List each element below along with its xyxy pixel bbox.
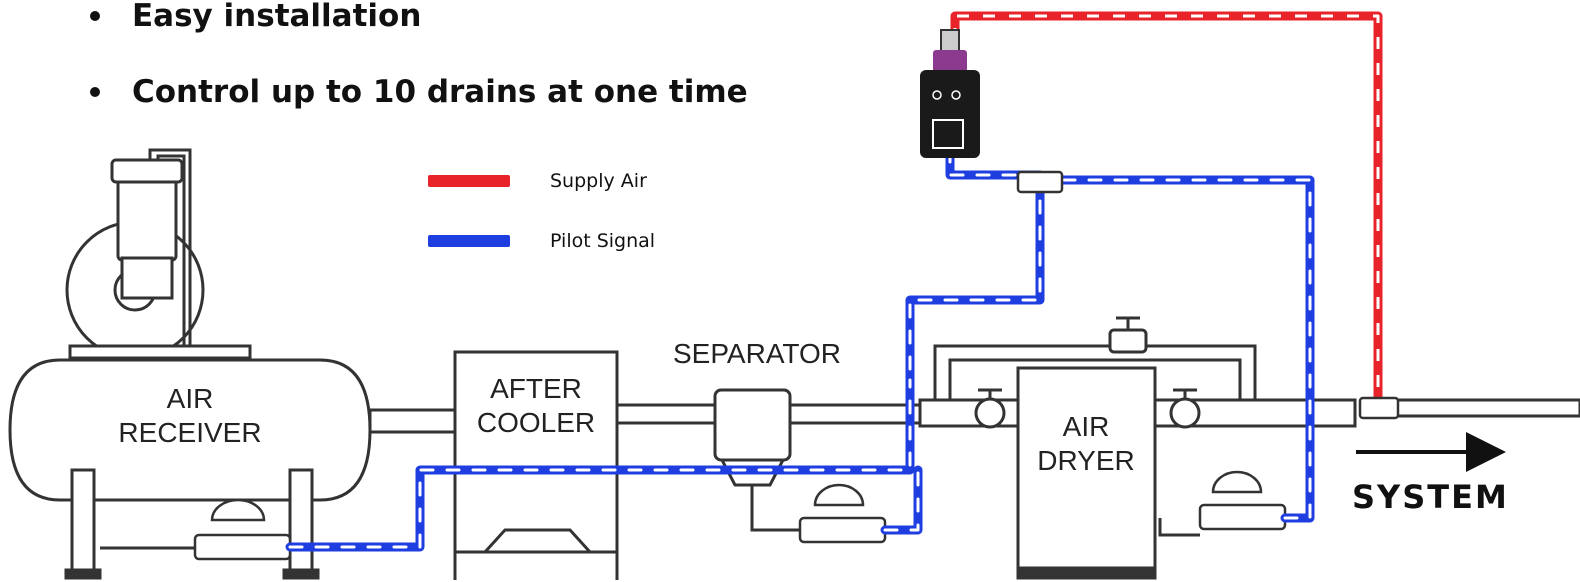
after-cooler xyxy=(453,350,619,580)
after-cooler-label-line2: COOLER xyxy=(477,407,595,438)
bullet-dot xyxy=(90,11,100,21)
compressor xyxy=(65,148,252,360)
drain-controller xyxy=(920,29,980,158)
after-cooler-label-line1: AFTER xyxy=(490,373,582,404)
air-receiver-label-line1: AIR xyxy=(167,383,214,414)
legend-supply-air: Supply Air xyxy=(428,170,647,192)
air-dryer-label-line2: DRYER xyxy=(1037,445,1135,476)
supply-air-line xyxy=(950,11,1400,420)
pilot-signal-swatch xyxy=(428,235,510,247)
feature-text: Control up to 10 drains at one time xyxy=(132,74,748,110)
legend-label: Pilot Signal xyxy=(550,230,656,252)
bullet-dot xyxy=(90,87,100,97)
pilot-signal-lines xyxy=(285,145,1315,552)
feature-item: Easy installation xyxy=(84,0,748,54)
air-dryer-label-line1: AIR xyxy=(1063,411,1110,442)
legend-label: Supply Air xyxy=(550,170,647,192)
air-dryer xyxy=(974,366,1201,580)
feature-item: Control up to 10 drains at one time xyxy=(84,54,748,130)
drain-valves xyxy=(100,470,1287,561)
supply-air-swatch xyxy=(428,175,510,187)
separator-label: SEPARATOR xyxy=(673,338,841,369)
separator xyxy=(713,388,800,532)
system-label: SYSTEM xyxy=(1352,478,1509,516)
legend-pilot-signal: Pilot Signal xyxy=(428,230,655,252)
feature-text: Easy installation xyxy=(132,0,422,34)
air-receiver-label-line2: RECEIVER xyxy=(118,417,261,448)
feature-list: Easy installation Control up to 10 drain… xyxy=(84,0,748,130)
